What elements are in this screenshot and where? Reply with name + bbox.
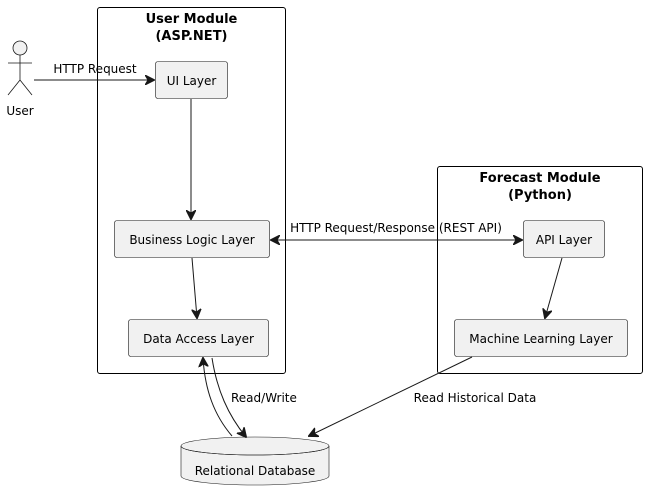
edge-api-to-machine-learning xyxy=(545,257,563,318)
ui-layer-label: UI Layer xyxy=(167,74,217,88)
api-layer-label: API Layer xyxy=(536,233,592,247)
edge-user-to-ui-label: HTTP Request xyxy=(53,62,137,76)
machine-learning-layer-label: Machine Learning Layer xyxy=(469,332,612,346)
edge-data-access-database-label: Read/Write xyxy=(231,391,297,405)
business-logic-layer-node[interactable]: Business Logic Layer xyxy=(114,220,270,258)
user-actor[interactable]: User xyxy=(6,40,34,118)
package-forecast-module-title: Forecast Module xyxy=(479,171,600,186)
edge-data-access-database: Read/Write xyxy=(203,358,297,437)
ui-layer-node[interactable]: UI Layer xyxy=(155,61,228,99)
edge-business-logic-to-data-access xyxy=(192,257,197,318)
data-access-layer-label: Data Access Layer xyxy=(143,332,254,346)
stick-figure-icon xyxy=(7,40,33,96)
data-access-layer-node[interactable]: Data Access Layer xyxy=(128,319,269,357)
edge-business-logic-api: HTTP Request/Response (REST API) xyxy=(271,221,522,240)
package-user-module-title: User Module xyxy=(146,12,238,27)
edge-machine-learning-to-database: Read Historical Data xyxy=(309,356,537,436)
edge-machine-learning-to-database-label: Read Historical Data xyxy=(414,391,537,405)
business-logic-layer-label: Business Logic Layer xyxy=(129,233,254,247)
package-user-module-subtitle: (ASP.NET) xyxy=(155,29,227,44)
edge-business-logic-api-label: HTTP Request/Response (REST API) xyxy=(290,221,502,235)
relational-database-label: Relational Database xyxy=(195,464,316,478)
api-layer-node[interactable]: API Layer xyxy=(523,220,605,258)
database-cylinder-icon xyxy=(180,436,330,486)
machine-learning-layer-node[interactable]: Machine Learning Layer xyxy=(454,319,628,357)
package-forecast-module-subtitle: (Python) xyxy=(508,188,572,203)
relational-database-node[interactable]: Relational Database xyxy=(180,436,330,486)
user-actor-label: User xyxy=(6,104,33,118)
edge-user-to-ui: HTTP Request xyxy=(34,62,154,80)
